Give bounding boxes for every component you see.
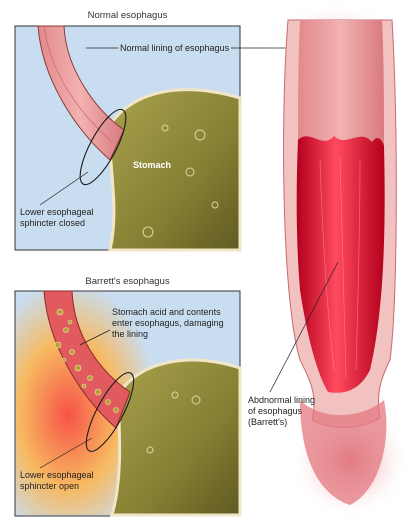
title-barretts-esophagus: Barrett's esophagus (15, 276, 240, 287)
label-abnormal-lining: Abdnormal lining of esophagus (Barrett's… (248, 395, 315, 428)
title-normal-esophagus: Normal esophagus (15, 10, 240, 21)
label-stomach: Stomach (133, 160, 171, 171)
stomach-shape (112, 360, 240, 515)
label-sphincter-closed: Lower esophageal sphincter closed (20, 207, 94, 229)
barretts-closeup (265, 0, 404, 520)
label-sphincter-open: Lower esophageal sphincter open (20, 470, 94, 492)
stomach-shape (108, 90, 240, 250)
label-normal-lining: Normal lining of esophagus (118, 43, 231, 54)
normal-lining-region (298, 20, 384, 150)
label-acid-damage: Stomach acid and contents enter esophagu… (112, 307, 224, 340)
